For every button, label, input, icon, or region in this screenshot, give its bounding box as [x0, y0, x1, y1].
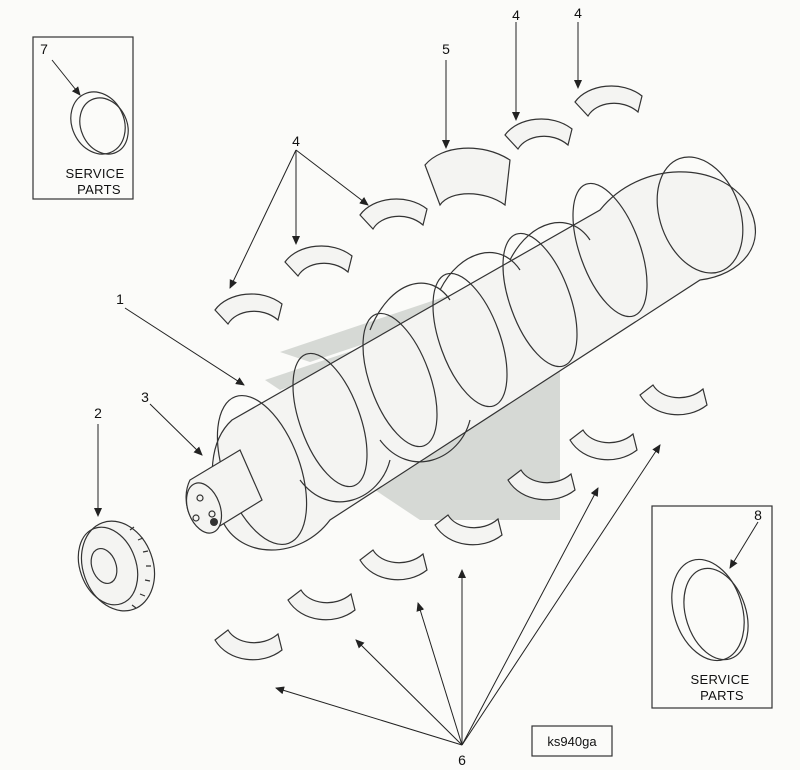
callout-1: 1 [116, 291, 124, 307]
callout-7: 7 [40, 41, 48, 57]
callout-6: 6 [458, 752, 466, 768]
service-label-left-line1: SERVICE [66, 166, 125, 181]
callout-5: 5 [442, 41, 450, 57]
upper-main-bearings [214, 85, 643, 326]
leader-lines [51, 22, 759, 746]
callout-numbers: 7 1 2 3 4 5 4 4 8 6 [40, 5, 762, 768]
service-parts-box-left: SERVICE PARTS [32, 36, 134, 200]
drawing-id-box: ks940ga [531, 725, 613, 757]
service-label-left-line2: PARTS [77, 182, 121, 197]
callout-4-right: 4 [574, 5, 582, 21]
lower-main-bearings [214, 384, 708, 661]
drawing-id-label: ks940ga [547, 734, 597, 749]
service-label-right-line2: PARTS [700, 688, 744, 703]
callout-8: 8 [754, 507, 762, 523]
service-parts-box-right: SERVICE PARTS [651, 505, 773, 709]
callout-4-left: 4 [292, 133, 300, 149]
callout-4-middle: 4 [512, 7, 520, 23]
service-label-right-line1: SERVICE [691, 672, 750, 687]
callout-3: 3 [141, 389, 149, 405]
callout-2: 2 [94, 405, 102, 421]
crankshaft [185, 156, 757, 551]
crankshaft-gear [77, 520, 156, 612]
